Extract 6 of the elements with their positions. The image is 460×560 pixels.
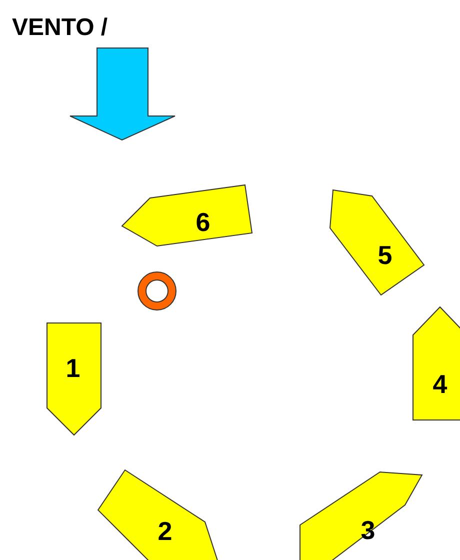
mark-number: 1 xyxy=(66,355,80,381)
mark-number: 2 xyxy=(158,518,172,544)
mark-number: 5 xyxy=(378,242,392,268)
mark-number: 6 xyxy=(196,209,210,235)
diagram-title: VENTO / xyxy=(12,14,108,42)
mark-number: 4 xyxy=(432,371,448,397)
